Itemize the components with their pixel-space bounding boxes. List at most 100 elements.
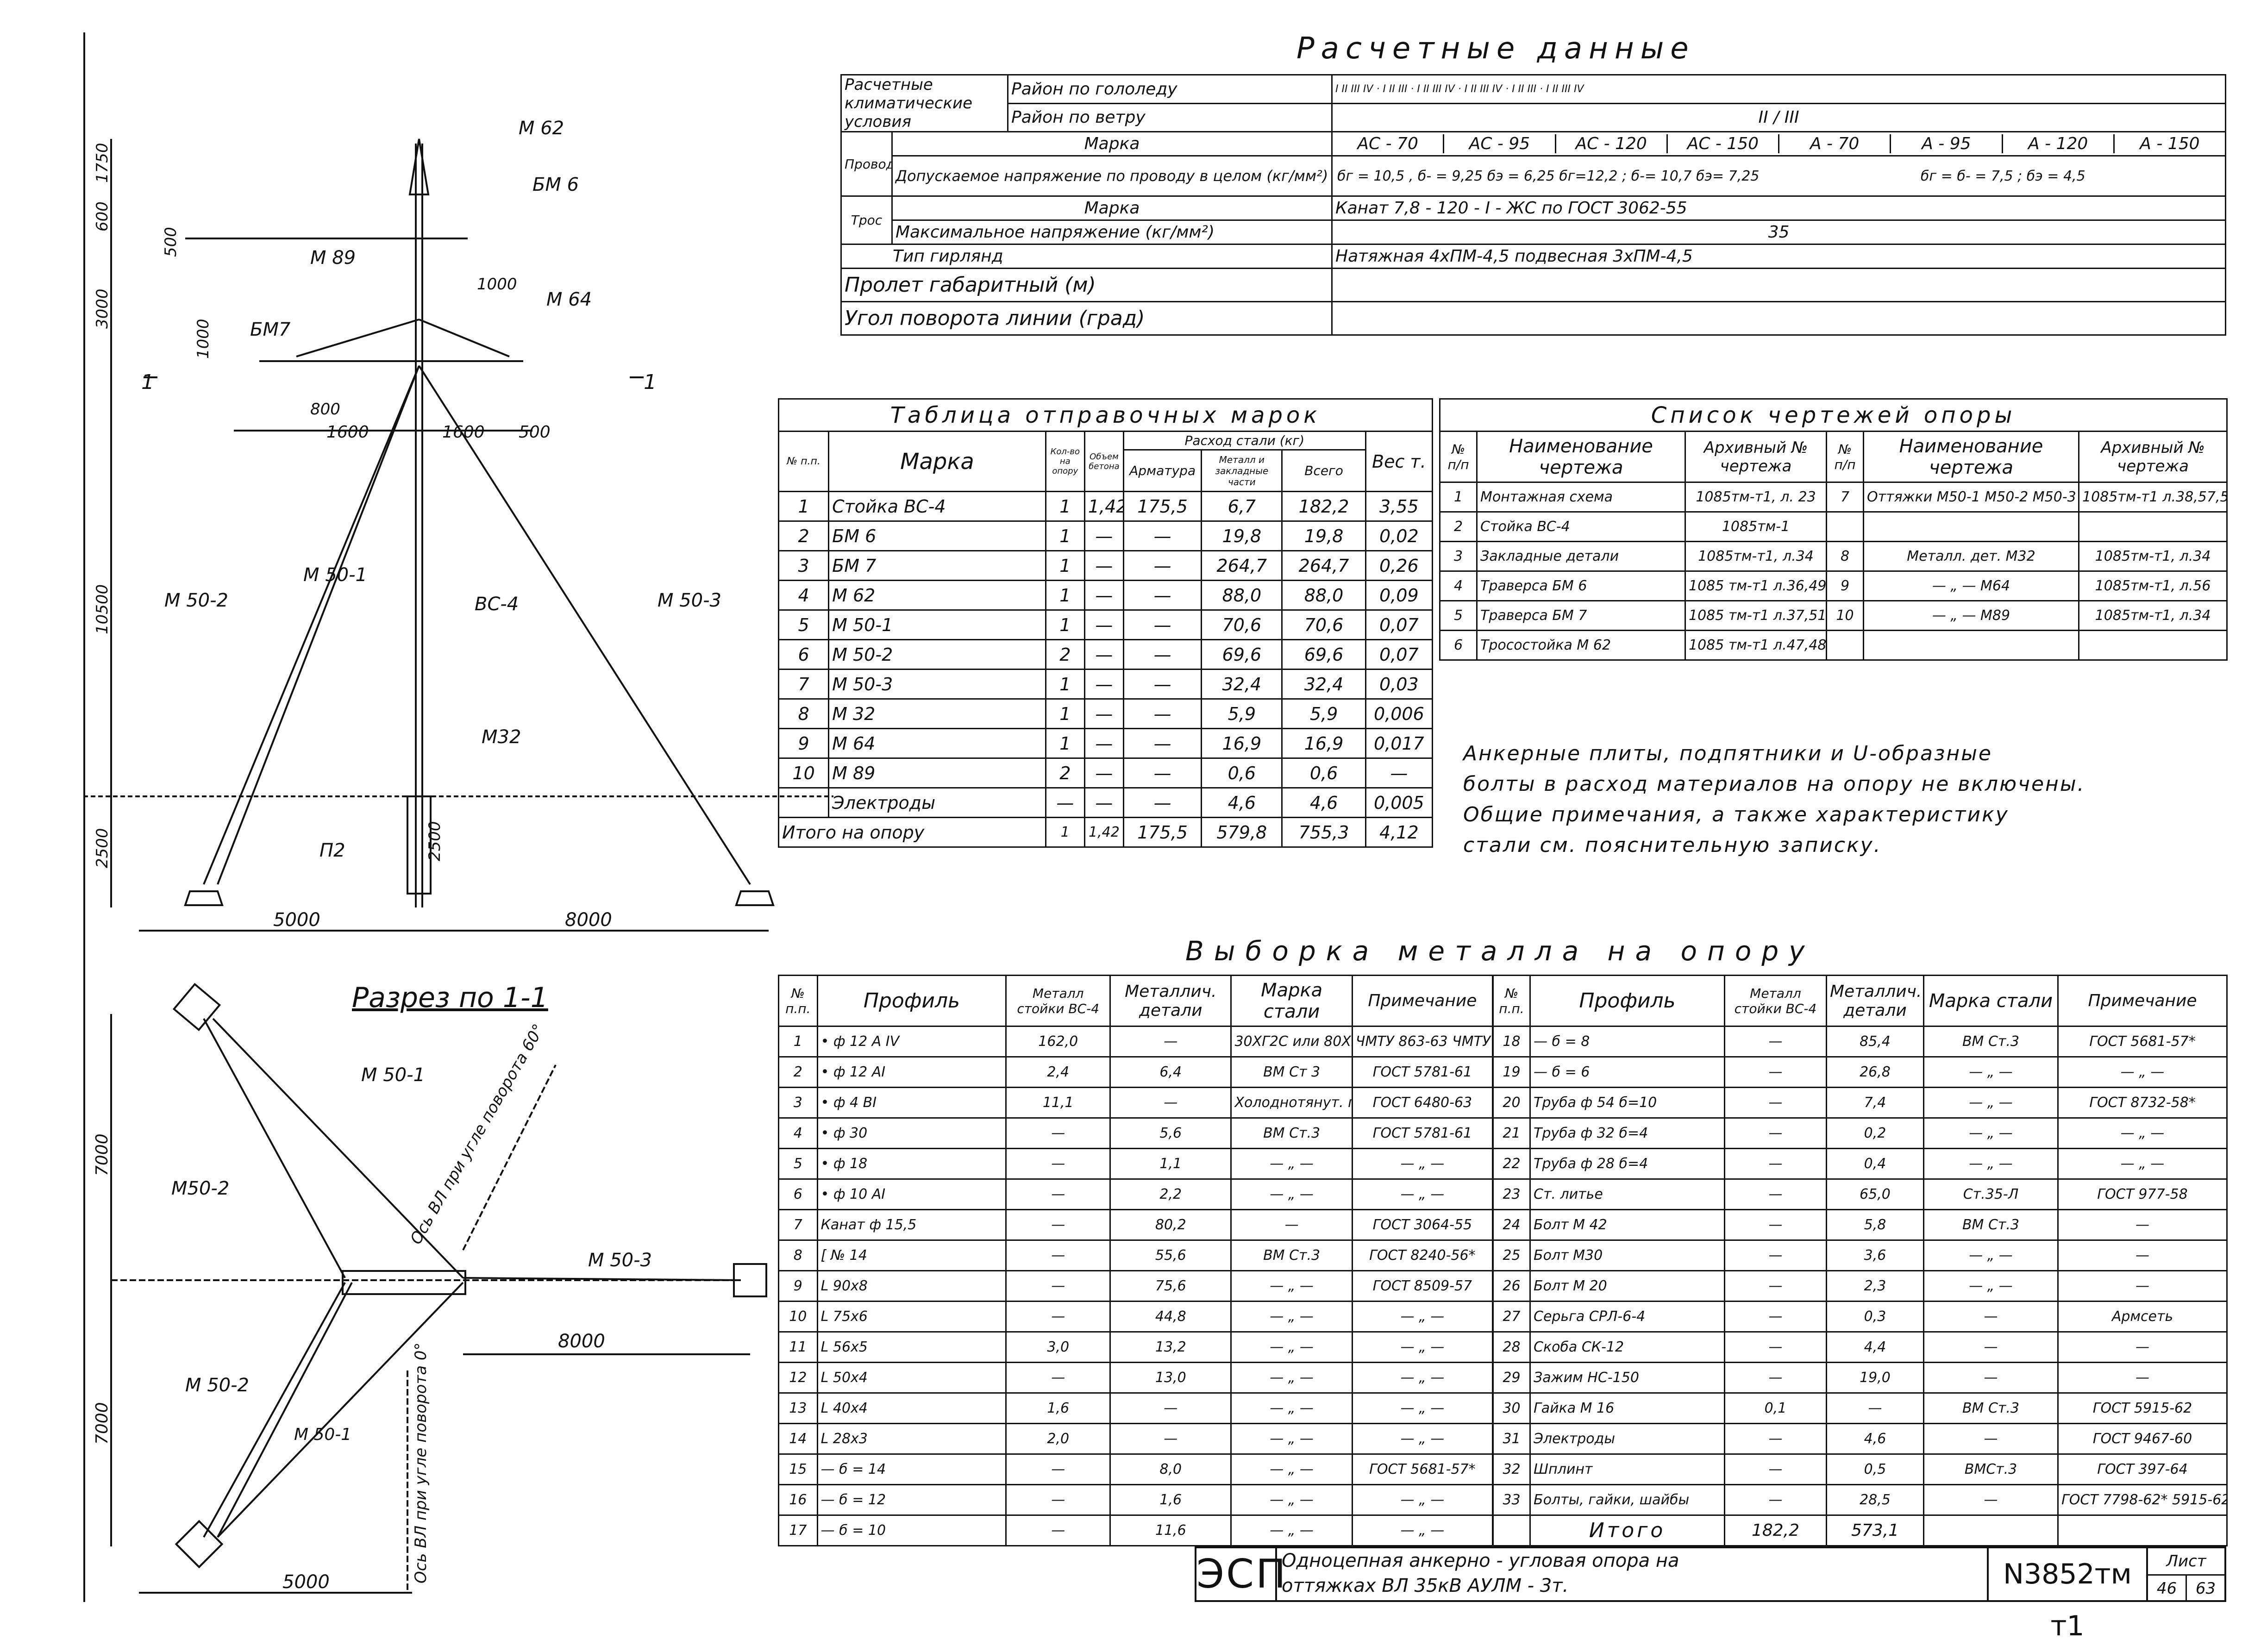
dim-5000-section: 5000 (282, 1571, 330, 1593)
metal-row-right-cell: 27 (1492, 1301, 1531, 1333)
metal-total-label: Итого (1529, 1514, 1725, 1546)
metal-row-left-cell: 30ХГ2С или 80ХГСТ (1230, 1026, 1353, 1058)
metal-row-right-cell: — (1724, 1026, 1827, 1058)
drawing-row-cell: 2 (1439, 511, 1478, 542)
marks-row-cell: 88,0 (1201, 580, 1283, 611)
metal-row-left-cell: 6,4 (1109, 1056, 1232, 1088)
title-desc-2: оттяжках ВЛ 35кВ АУЛМ - 3т. (1282, 1575, 1569, 1596)
metal-row-left-cell: — „ — (1230, 1270, 1353, 1302)
metal-row-right-cell: — (2057, 1239, 2228, 1271)
mr-h4: Марка стали (1923, 975, 2059, 1027)
metal-row-left-cell: — „ — (1351, 1148, 1494, 1180)
metal-row-left-cell: — б = 12 (816, 1484, 1007, 1516)
metal-row-left-cell: — (1109, 1026, 1232, 1058)
marks-row-cell: — (1122, 580, 1202, 611)
metal-row-left-cell: • ф 12 А IV (816, 1026, 1007, 1058)
drawing-row-cell: — „ — М89 (1863, 600, 2079, 631)
metal-row-right-cell: — „ — (2057, 1148, 2228, 1180)
marks-row-cell: 5 (777, 609, 830, 640)
marks-total-arm: 175,5 (1122, 817, 1202, 848)
marks-row-cell: — (1122, 639, 1202, 670)
dim-2500a: 2500 (93, 828, 112, 868)
drawing-row-cell: 9 (1826, 570, 1864, 601)
marks-row-cell: — (1122, 728, 1202, 759)
drawing-row-cell: 1 (1439, 482, 1478, 513)
label-bc4: ВС-4 (475, 594, 519, 615)
marks-row-cell: 1 (1045, 491, 1085, 522)
marks-total-concrete: 1,42 (1083, 817, 1124, 848)
marks-row-cell: 32,4 (1281, 669, 1366, 700)
metal-row-left-cell: — „ — (1230, 1514, 1353, 1546)
metal-row-right-cell: ГОСТ 5681-57* (2057, 1026, 2228, 1058)
metal-row-left-cell: 7 (778, 1209, 818, 1241)
marks-row-cell: — (1083, 609, 1124, 640)
drawing-row-cell: 1085тм-т1, л. 23 (1685, 482, 1827, 513)
metal-row-right-cell: — (1724, 1423, 1827, 1455)
metal-title: Выборка металла на опору (1185, 935, 1815, 967)
metal-row-right-cell: — „ — (2057, 1056, 2228, 1088)
metal-row-right-cell: Болты, гайки, шайбы (1529, 1484, 1725, 1516)
metal-row-right-cell: 33 (1492, 1484, 1531, 1516)
metal-row-left-cell: ГОСТ 8509-57 (1351, 1270, 1494, 1302)
drawing-row-cell: 1085тм-т1, л.34 (2078, 600, 2228, 631)
wire-stress-label: Допускаемое напряжение по проводу в цело… (891, 155, 1333, 197)
metal-row-right-cell: — „ — (1923, 1117, 2059, 1149)
metal-row-right-cell: 24 (1492, 1209, 1531, 1241)
metal-row-left-cell: — (1005, 1514, 1111, 1546)
marks-row-cell: 0,07 (1365, 609, 1434, 640)
note-line-2: Общие примечания, а также характеристику (1463, 803, 2009, 826)
section-m50-2-top: М50-2 (171, 1178, 229, 1199)
drawings-list-table: Список чертежей опоры № п/п Наименование… (1439, 398, 2228, 661)
wire-stress-2: бг=12,2 ; б-= 10,7 бэ= 7,25 (1559, 168, 1760, 184)
metal-row-right-cell: — б = 8 (1529, 1026, 1725, 1058)
marks-row-cell: 0,006 (1365, 698, 1434, 729)
ml-h5: Примечание (1351, 975, 1494, 1027)
title-block: ЭСП Одноцепная анкерно - угловая опора н… (1195, 1546, 2226, 1642)
marks-row-cell: 16,9 (1281, 728, 1366, 759)
drawing-row-cell: Траверса БМ 7 (1476, 600, 1686, 631)
metal-row-left-cell: ГОСТ 8240-56* (1351, 1239, 1494, 1271)
metal-row-left-cell: — „ — (1230, 1423, 1353, 1455)
marks-row-cell: — (1045, 787, 1085, 818)
wire-brand-5: А - 95 (1891, 134, 2003, 153)
metal-row-left-cell: 2,0 (1005, 1423, 1111, 1455)
note-line-1: болты в расход материалов на опору не вк… (1463, 772, 2085, 796)
metal-row-right-cell: 4,6 (1826, 1423, 1924, 1455)
metal-row-left-cell: — (1005, 1484, 1111, 1516)
metal-row-right-cell: 19 (1492, 1056, 1531, 1088)
metal-row-left-cell: — „ — (1230, 1484, 1353, 1516)
metal-row-right-cell: — (1923, 1301, 2059, 1333)
ml-h4: Марка стали (1230, 975, 1353, 1027)
wire-stress-1: бг = 10,5 , б- = 9,25 бэ = 6,25 (1337, 168, 1555, 184)
marks-row-cell: М 50-1 (828, 609, 1046, 640)
wire-brand-label: Марка (891, 131, 1333, 156)
metal-row-right-cell: — „ — (2057, 1117, 2228, 1149)
drawing-row-cell: 3 (1439, 541, 1478, 572)
dim-3000: 3000 (93, 288, 112, 329)
section-m50-1-top: М 50-1 (361, 1064, 425, 1086)
metal-row-left-cell: 16 (778, 1484, 818, 1516)
metal-row-right-cell: — (1724, 1178, 1827, 1210)
metal-row-right-cell: — б = 6 (1529, 1056, 1725, 1088)
drawing-row-cell: 1085 тм-т1 л.36,49,50 (1685, 570, 1827, 601)
ml-h3: Металлич. детали (1109, 975, 1232, 1027)
metal-row-left-cell: L 40х4 (816, 1392, 1007, 1424)
metal-row-right-cell: Болт М 20 (1529, 1270, 1725, 1302)
marks-row-cell: — (1083, 757, 1124, 788)
marks-h-brand: Марка (828, 431, 1046, 492)
dim-1750: 1750 (93, 143, 112, 183)
metal-row-left-cell: ВМ Ст 3 (1230, 1056, 1353, 1088)
metal-row-left: 5• ф 18—1,1— „ —— „ — (778, 1148, 1494, 1180)
metal-row-left-cell: 5,6 (1109, 1117, 1232, 1149)
metal-row-right-cell: — (1724, 1331, 1827, 1363)
marks-row-cell: 264,7 (1201, 550, 1283, 581)
